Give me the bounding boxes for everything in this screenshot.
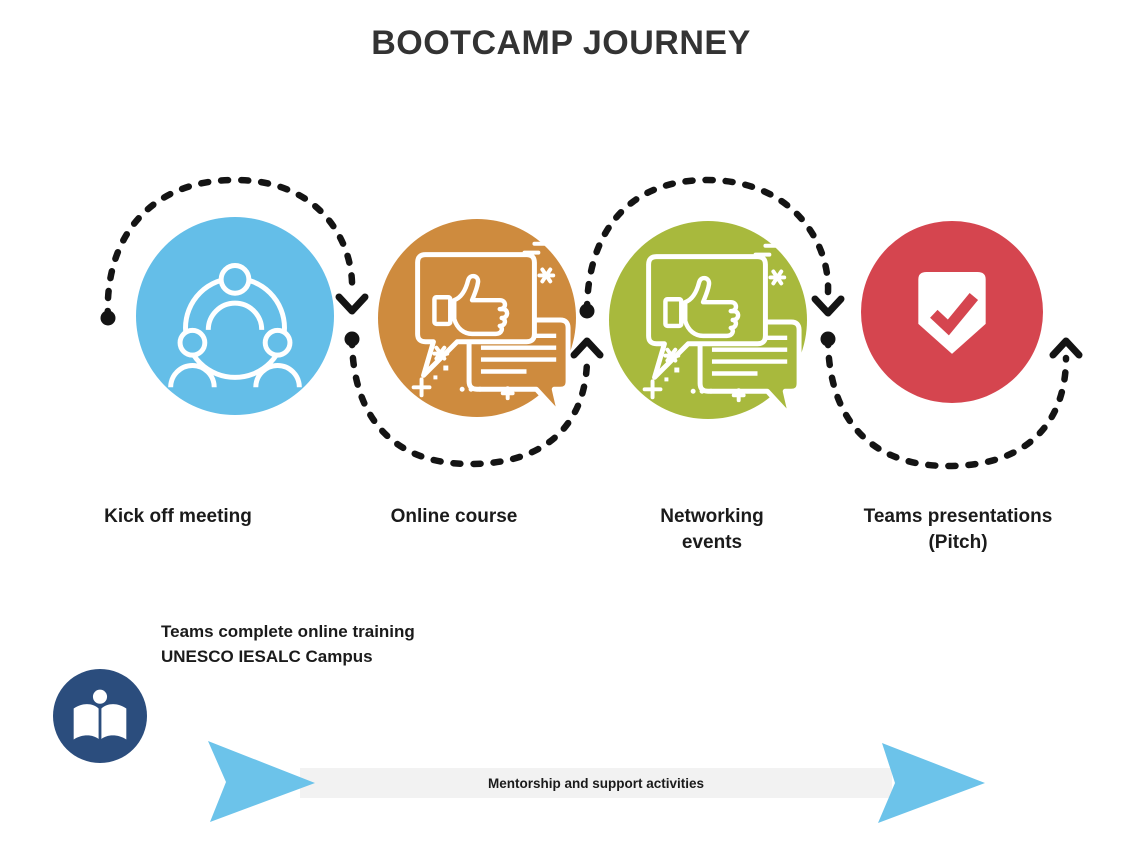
mentorship-band: Mentorship and support activities [300, 768, 892, 798]
arrow-down-icon [811, 295, 845, 317]
training-note: Teams complete online training UNESCO IE… [161, 622, 415, 666]
chat-feedback-icon [378, 219, 576, 417]
step-label-teams-presentations: Teams presentations (Pitch) [863, 506, 1053, 553]
arrow-up-icon [570, 337, 604, 359]
step-label-kick-off-meeting: Kick off meeting [104, 506, 252, 527]
arrow-down-icon [335, 293, 369, 315]
step-label-networking-events: Networking events [660, 506, 764, 553]
journey-start-dot [100, 310, 116, 326]
step-circle-kick-off-meeting [136, 217, 334, 415]
journey-node-dot [820, 331, 836, 347]
journey-node-dot [344, 331, 360, 347]
step-circle-teams-presentations [861, 221, 1043, 403]
open-book-icon [73, 689, 127, 740]
step-label-online-course: Online course [390, 506, 518, 527]
mentorship-label: Mentorship and support activities [487, 775, 705, 791]
step-circle-networking-events [609, 221, 807, 419]
mentorship-arrow-right-icon [878, 743, 985, 823]
chat-feedback-icon [609, 221, 807, 419]
book-learning-icon [53, 669, 147, 763]
arrow-up-icon [1049, 337, 1083, 359]
page-title: BOOTCAMP JOURNEY [371, 24, 751, 62]
step-circle-online-course [378, 219, 576, 417]
journey-node-dot [579, 303, 595, 319]
team-meeting-icon [136, 217, 334, 415]
shield-check-icon [861, 221, 1043, 403]
mentorship-arrow-left-icon [208, 741, 315, 822]
